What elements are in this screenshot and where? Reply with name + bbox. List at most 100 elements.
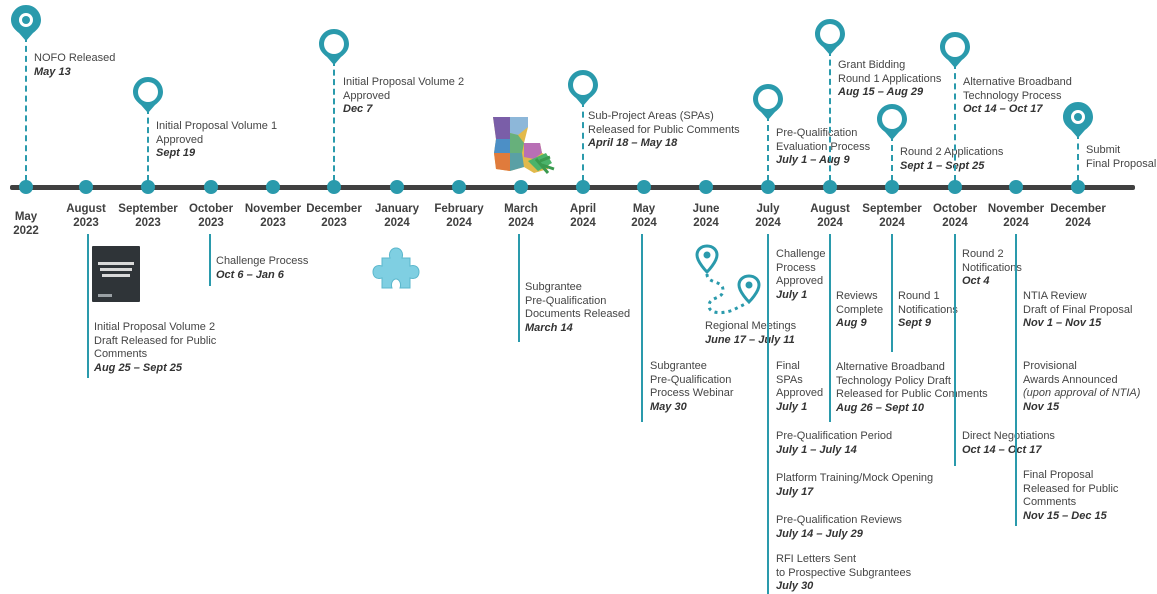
event-label-line: Comments: [1023, 496, 1077, 508]
milestone-label-line: Alternative Broadband: [963, 76, 1072, 88]
event-label-line: Provisional: [1023, 360, 1077, 372]
event-label-line: Reviews: [836, 290, 878, 302]
map-pin-icon: [815, 19, 845, 55]
milestone-label-line: Grant Bidding: [838, 59, 906, 71]
event-label-line: Complete: [836, 303, 884, 316]
event-label-line: Released for Public: [1023, 482, 1119, 495]
month-label: August 2023: [41, 202, 131, 230]
milestone-label-line: Final Proposal: [1086, 157, 1157, 170]
milestone-connector: [954, 63, 956, 181]
timeline-node: [761, 180, 775, 194]
milestone-connector: [891, 135, 893, 181]
event-label-line: Pre-Qualification: [525, 294, 607, 307]
milestone-label-line: Released for Public Comments: [588, 123, 740, 136]
month-name: December: [1050, 203, 1106, 215]
timeline-node: [19, 180, 33, 194]
event-label-line: RFI Letters Sent: [776, 553, 857, 565]
event-label-date: March 14: [525, 321, 573, 334]
event-label-line: Final Proposal: [1023, 469, 1094, 481]
milestone-label-line: Approved: [156, 133, 204, 146]
month-year: 2024: [693, 217, 719, 229]
event-label-line: (upon approval of NTIA): [1023, 387, 1141, 399]
event-label-line: Draft of Final Proposal: [1023, 303, 1133, 316]
map-pin-icon: [877, 104, 907, 140]
month-year: 2024: [1003, 217, 1029, 229]
timeline-node: [948, 180, 962, 194]
event-label-line: Process: [776, 261, 816, 274]
event-label-date: June 17 – July 11: [705, 333, 795, 346]
event-label-line: Pre-Qualification: [650, 373, 732, 386]
event-connector: [641, 234, 643, 422]
milestone-connector: [829, 50, 831, 181]
milestone-connector: [767, 115, 769, 181]
louisiana-map-icon: [493, 117, 555, 174]
event-label-date: May 30: [650, 400, 687, 413]
event-label-date: July 14 – July 29: [776, 527, 863, 540]
milestone-label-date: Sept 19: [156, 147, 196, 159]
month-name: October: [188, 203, 234, 215]
map-pin-icon: [133, 77, 163, 113]
month-name: August: [810, 203, 850, 215]
event-label-line: Direct Negotiations: [962, 430, 1055, 442]
event-label-line: Subgrantee: [525, 281, 582, 293]
event-label-line: Challenge: [776, 248, 826, 260]
event-label-line: Technology Policy Draft: [836, 374, 951, 387]
event-label-date: Nov 15: [1023, 400, 1060, 413]
event-connector: [209, 234, 211, 286]
event-label-line: Challenge Process: [216, 255, 309, 267]
month-label: March 2024: [476, 202, 566, 230]
timeline-node: [204, 180, 218, 194]
event-label-line: Documents Released: [525, 308, 631, 320]
month-year: 2023: [73, 217, 99, 229]
event-label-date: Nov 1 – Nov 15: [1023, 317, 1102, 329]
milestone-label-line: Sub-Project Areas (SPAs): [588, 110, 714, 122]
month-year: 2024: [942, 217, 968, 229]
month-year: 2024: [508, 217, 534, 229]
timeline-node: [1009, 180, 1023, 194]
map-pin-icon: [753, 84, 783, 120]
month-name: September: [118, 203, 178, 215]
timeline-axis: [10, 185, 1135, 190]
milestone-label-date: May 13: [34, 65, 71, 78]
month-year: 2024: [1065, 217, 1091, 229]
map-pin-icon: [319, 29, 349, 65]
map-pin-icon: [11, 5, 41, 41]
event-connector: [518, 234, 520, 342]
event-label-line: Process Webinar: [650, 387, 734, 399]
month-name: October: [932, 203, 978, 215]
event-label-line: Notifications: [898, 303, 958, 316]
event-label-date: Aug 26 – Sept 10: [836, 401, 925, 414]
event-label-line: to Prospective Subgrantees: [776, 566, 912, 579]
timeline-node: [576, 180, 590, 194]
month-name: September: [862, 203, 922, 215]
month-name: March: [504, 203, 538, 215]
event-label-date: July 17: [776, 485, 814, 498]
month-year: 2023: [135, 217, 161, 229]
month-label: June 2024: [661, 202, 751, 230]
milestone-label: Sub-Project Areas (SPAs)Released for Pub…: [588, 110, 740, 151]
month-name: August: [66, 203, 106, 215]
event-label-date: Sept 9: [898, 317, 932, 329]
month-name: June: [692, 203, 720, 215]
event-label-line: Round 2: [962, 248, 1004, 260]
milestone-connector: [1077, 133, 1079, 181]
event-connector: [767, 234, 769, 594]
event-label-line: Alternative Broadband: [836, 361, 945, 373]
event-connector: [829, 234, 831, 422]
month-year: 2022: [13, 225, 39, 237]
